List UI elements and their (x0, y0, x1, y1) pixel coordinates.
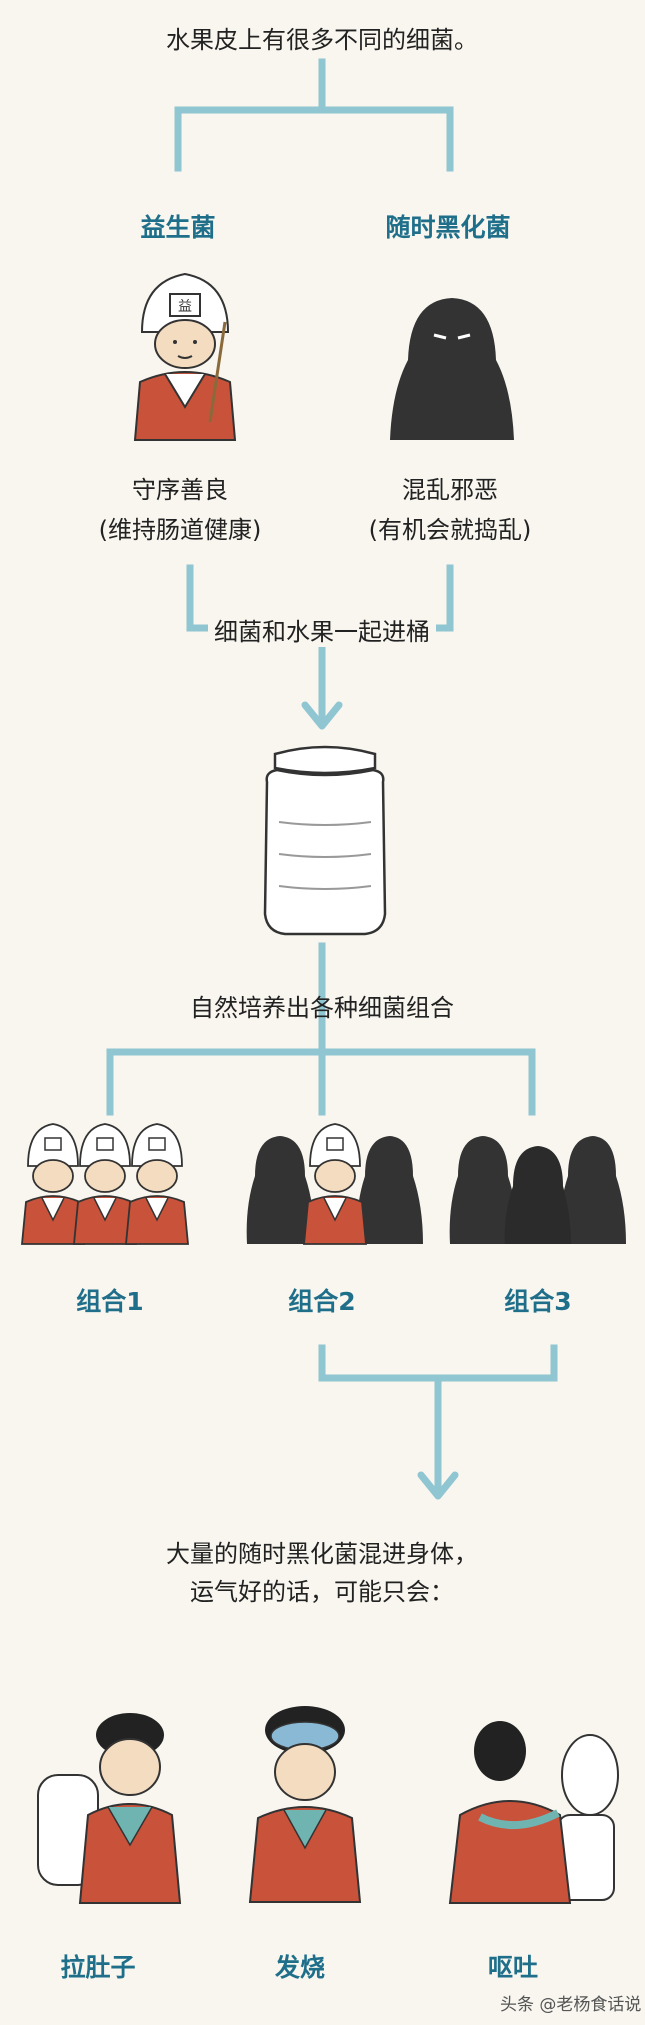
combo3-label: 组合3 (504, 1287, 572, 1316)
result-line2: 运气好的话，可能只会： (190, 1578, 454, 1606)
combo2-label: 组合2 (288, 1287, 356, 1316)
watermark: 头条 @老杨食话说 (500, 1995, 642, 2015)
svg-text:益: 益 (178, 299, 192, 315)
result-line1: 大量的随时黑化菌混进身体， (166, 1540, 478, 1568)
combo1-illustration (21, 1123, 189, 1245)
probiotic-desc1: 守序善良 (132, 476, 228, 504)
symptom-diarrhea-label: 拉肚子 (60, 1953, 136, 1982)
diarrhea-illustration (37, 1713, 182, 1904)
probiotic-desc2: (维持肠道健康) (98, 516, 262, 544)
intro-text: 水果皮上有很多不同的细菌。 (166, 26, 478, 54)
symptom-fever-label: 发烧 (274, 1953, 326, 1982)
combo2-illustration (246, 1123, 423, 1245)
step1-label: 细菌和水果一起进桶 (208, 612, 436, 647)
probiotic-title: 益生菌 (140, 213, 216, 242)
dark-bacteria-title: 随时黑化菌 (385, 213, 511, 242)
dark-bacteria-desc2: (有机会就捣乱) (368, 516, 532, 544)
vomit-illustration (448, 1721, 619, 1904)
bucket-illustration (263, 745, 387, 936)
step2-label: 自然培养出各种细菌组合 (190, 994, 454, 1022)
dark-bacteria-character (390, 298, 514, 440)
fever-illustration (248, 1706, 362, 1903)
dark-bacteria-desc1: 混乱邪恶 (402, 476, 498, 504)
symptom-vomit-label: 呕吐 (487, 1953, 539, 1982)
combo1-label: 组合1 (76, 1287, 144, 1316)
probiotic-character: 益 (133, 272, 237, 441)
combo3-illustration (449, 1136, 626, 1244)
